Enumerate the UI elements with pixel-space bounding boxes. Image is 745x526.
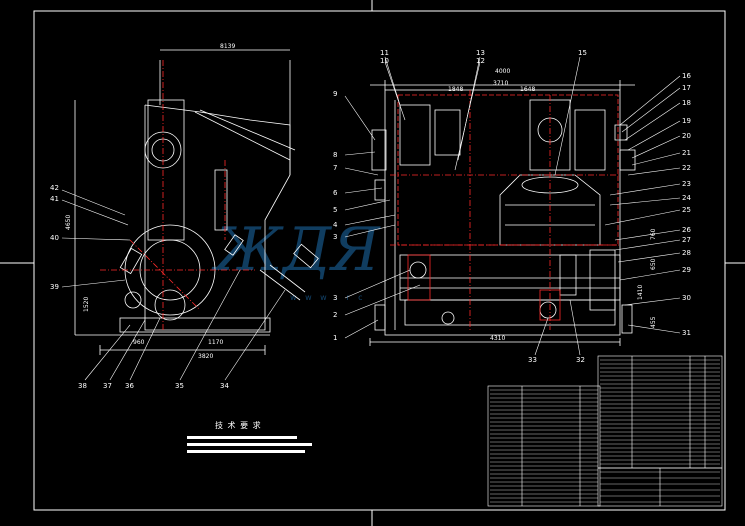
- parts-list-rows: [490, 359, 720, 503]
- callout-37: 37: [103, 382, 112, 390]
- watermark-logo: ЖДЯ: [211, 215, 381, 285]
- callout-7: 7: [333, 164, 337, 172]
- callout-39: 39: [50, 283, 59, 291]
- dim-bottom-right: 4310: [490, 335, 505, 342]
- callout-32: 32: [576, 356, 585, 364]
- dim-top-right-c: 1648: [520, 86, 535, 93]
- callout-6: 6: [333, 189, 338, 197]
- callout-11: 11: [380, 49, 389, 57]
- dim-bottom-total: 3820: [198, 353, 213, 360]
- notes-line-1: [187, 436, 297, 439]
- callout-1: 1: [333, 334, 337, 342]
- dim-top-right: 4000: [495, 68, 510, 75]
- dim-left-height: 4650: [65, 215, 72, 230]
- callout-20: 20: [682, 132, 691, 140]
- callout-26: 26: [682, 226, 691, 234]
- dim-right-b: 650: [650, 258, 657, 270]
- notes-line-3: [187, 450, 305, 453]
- dim-bottom-b: 1170: [208, 339, 223, 346]
- callout-27: 27: [682, 236, 691, 244]
- watermark-url: w w w . r c: [290, 293, 366, 302]
- callout-28: 28: [682, 249, 691, 257]
- left-view-dimensions: 8139 4650 1520 960 1170 3820: [65, 43, 235, 360]
- callout-42: 42: [50, 184, 59, 192]
- title-block: [487, 355, 723, 507]
- callout-9: 9: [333, 90, 337, 98]
- callout-3b: 3: [333, 294, 337, 302]
- right-view-labels: 9 8 7 6 5 4 3 3 2 1 11 10 13 12 15 16 17…: [333, 49, 691, 364]
- callout-33: 33: [528, 356, 537, 364]
- callout-19: 19: [682, 117, 691, 125]
- callout-2: 2: [333, 311, 337, 319]
- callout-35: 35: [175, 382, 184, 390]
- callout-38: 38: [78, 382, 87, 390]
- dim-right-d: 455: [650, 316, 657, 328]
- right-view: [369, 80, 636, 346]
- callout-17: 17: [682, 84, 691, 92]
- callout-3a: 3: [333, 233, 337, 241]
- left-view-leaders: [61, 189, 286, 381]
- callout-16: 16: [682, 72, 691, 80]
- dim-top-left: 8139: [220, 43, 235, 50]
- callout-41: 41: [50, 195, 59, 203]
- technical-notes: 技 术 要 求: [187, 420, 312, 453]
- right-view-leaders: [344, 56, 681, 356]
- callout-34: 34: [220, 382, 229, 390]
- callout-23: 23: [682, 180, 691, 188]
- callout-10: 10: [380, 57, 389, 65]
- dim-right-c: 1410: [637, 285, 644, 300]
- right-view-red-lines: [390, 90, 620, 330]
- dim-left-small: 1520: [83, 297, 90, 312]
- callout-4: 4: [333, 221, 338, 229]
- callout-25: 25: [682, 206, 691, 214]
- notes-title: 技 术 要 求: [215, 420, 262, 430]
- callout-40: 40: [50, 234, 59, 242]
- left-view-labels: 42 41 40 39 38 37 36 35 34: [50, 184, 229, 390]
- callout-5: 5: [333, 206, 337, 214]
- callout-29: 29: [682, 266, 691, 274]
- callout-21: 21: [682, 149, 691, 157]
- callout-8: 8: [333, 151, 337, 159]
- left-view: [74, 49, 319, 355]
- callout-31: 31: [682, 329, 691, 337]
- callout-15: 15: [578, 49, 587, 57]
- dim-top-right-b: 3710: [493, 80, 508, 87]
- dim-bottom-a: 960: [133, 339, 145, 346]
- callout-13: 13: [476, 49, 485, 57]
- left-view-centerlines: [100, 60, 255, 330]
- notes-line-2: [187, 443, 312, 446]
- callout-36: 36: [125, 382, 134, 390]
- callout-24: 24: [682, 194, 691, 202]
- dim-top-right-a: 1848: [448, 86, 463, 93]
- callout-12: 12: [476, 57, 485, 65]
- callout-18: 18: [682, 99, 691, 107]
- callout-22: 22: [682, 164, 691, 172]
- callout-30: 30: [682, 294, 691, 302]
- watermark: ЖДЯ w w w . r c: [211, 215, 381, 302]
